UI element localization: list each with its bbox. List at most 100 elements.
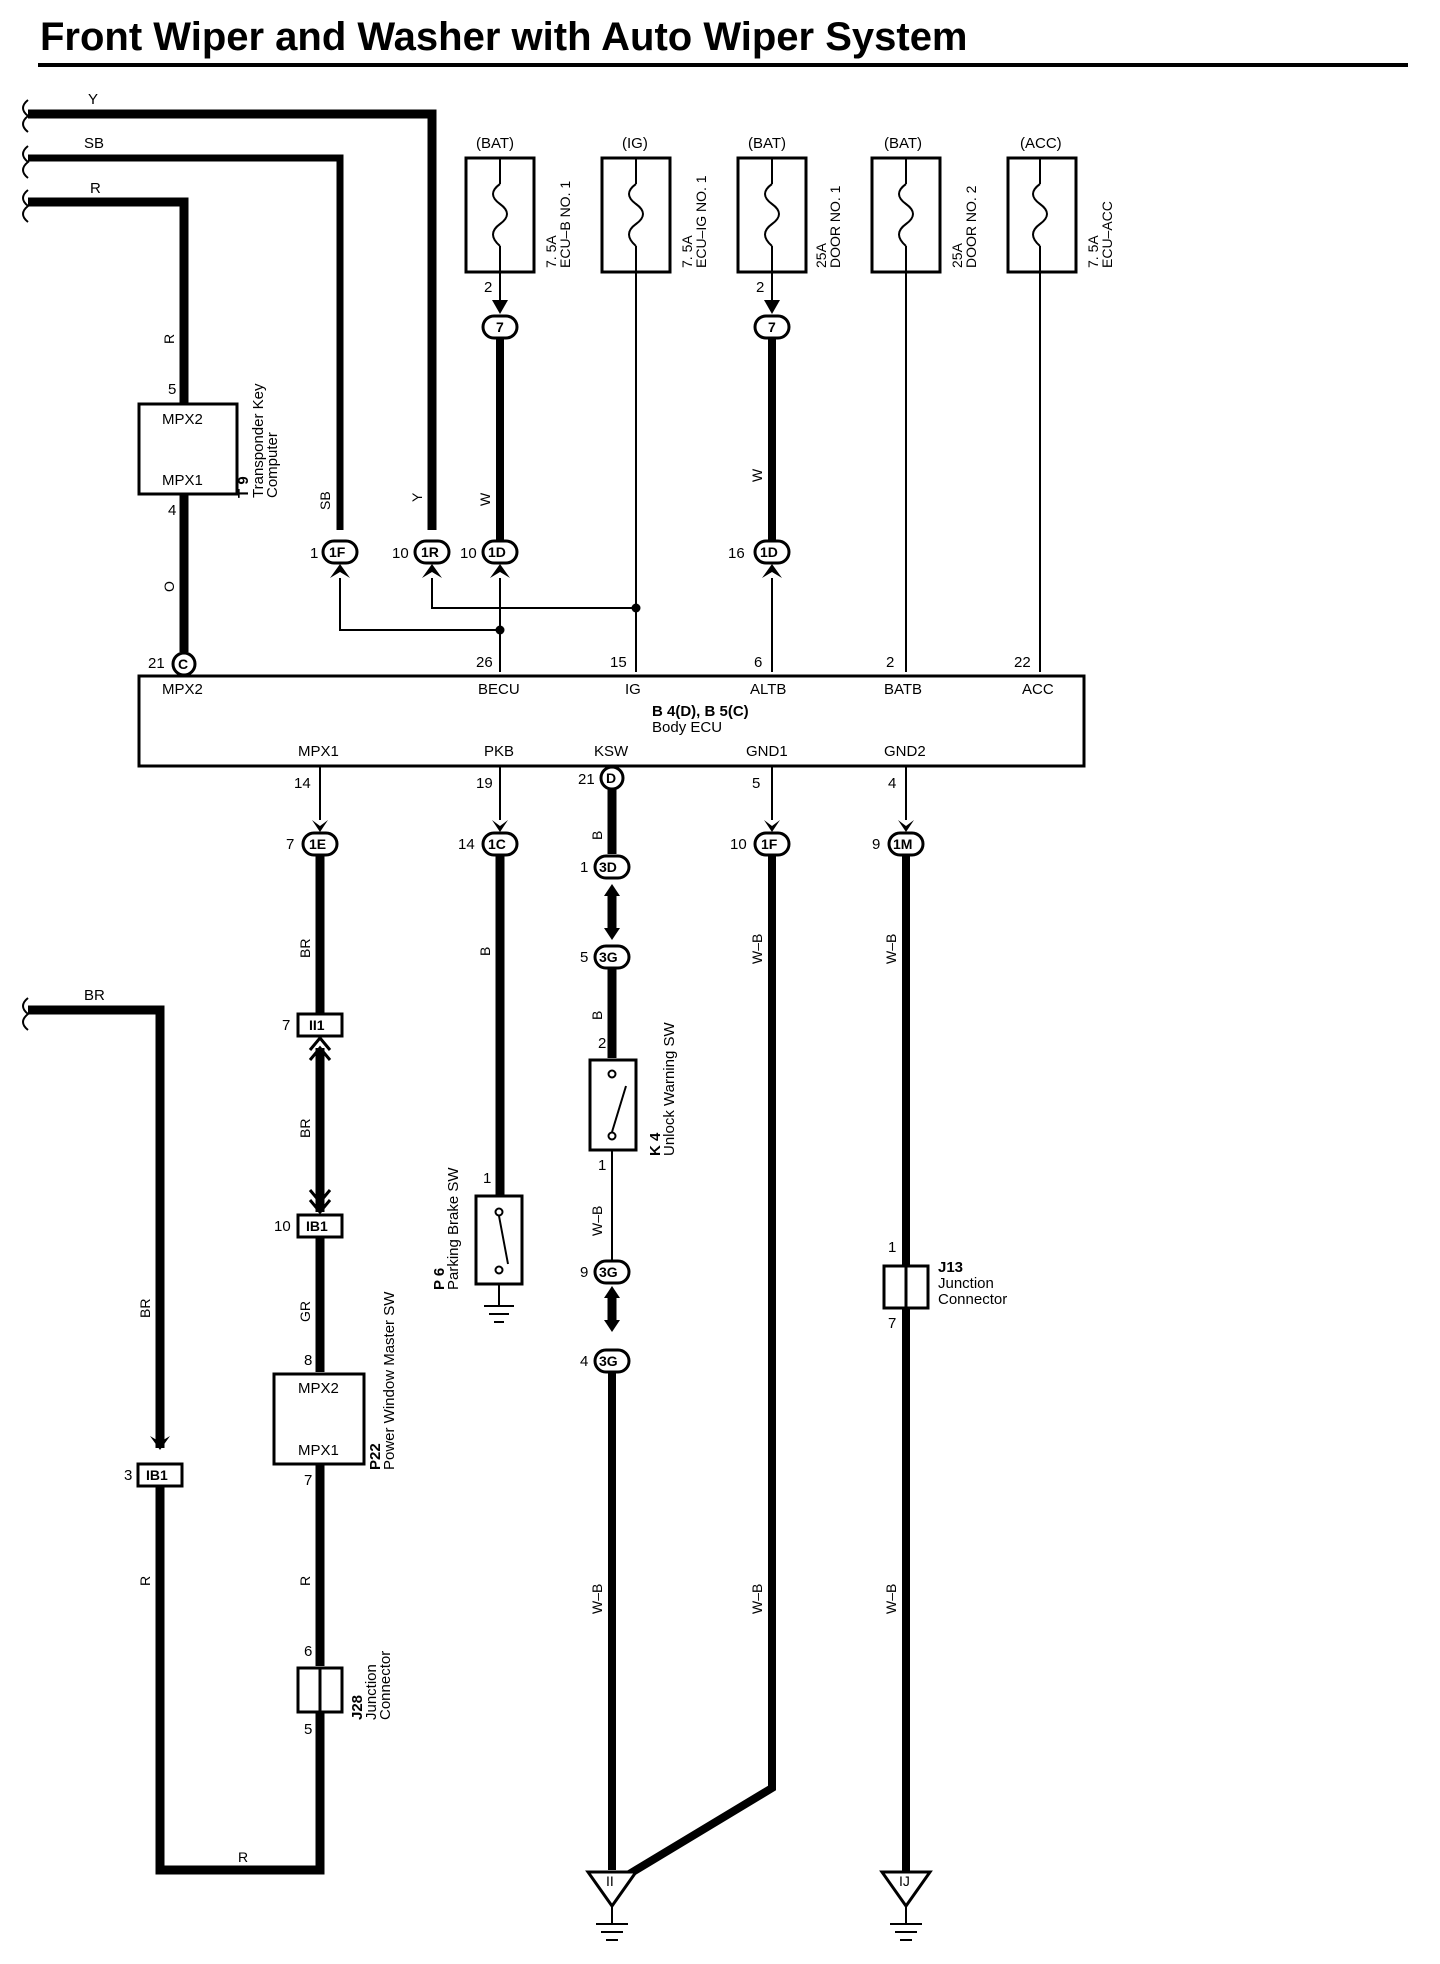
t9-term-mpx2: MPX2 bbox=[162, 411, 203, 428]
lower-conn-pin-1f: 10 bbox=[730, 836, 747, 853]
wire-r bbox=[28, 197, 189, 412]
connector-7-left-label: 7 bbox=[496, 319, 504, 335]
lower-conn-id-3g-3: 3G bbox=[599, 1353, 618, 1369]
wire-label-b-ksw-1: B bbox=[589, 831, 605, 840]
j28-name-1: Junction bbox=[363, 1664, 380, 1720]
ecu-term-pkb: PKB bbox=[484, 743, 514, 760]
ecu-term-acc: ACC bbox=[1022, 681, 1054, 698]
arrow-down-icon bbox=[764, 820, 780, 832]
page-title: Front Wiper and Washer with Auto Wiper S… bbox=[40, 15, 968, 59]
upper-conn-pin-4: 16 bbox=[728, 545, 745, 562]
inline-conn-id-ib1: IB1 bbox=[306, 1218, 328, 1234]
wire-label-r-left: R bbox=[137, 1576, 153, 1586]
wire-label-br-1: BR bbox=[297, 939, 313, 958]
fuse-ecu-b-pin: 2 bbox=[484, 279, 492, 296]
wire-label-br-incoming: BR bbox=[84, 987, 105, 1004]
ground-label-ij: IJ bbox=[899, 1873, 910, 1889]
fuse-source-1: (BAT) bbox=[476, 135, 514, 152]
p6-name: Parking Brake SW bbox=[445, 1167, 462, 1290]
upper-connector-1f: SB 1 1F bbox=[310, 491, 359, 578]
arrow-down-icon bbox=[492, 820, 508, 832]
ecu-pin-batb: 2 bbox=[886, 654, 894, 671]
fuse-door-no2: (BAT) 25A DOOR NO. 2 bbox=[870, 135, 979, 274]
wire-y bbox=[28, 109, 437, 530]
wire-label-wb-gnd2-1: W–B bbox=[883, 934, 899, 964]
upper-conn-id-1: 1F bbox=[329, 544, 346, 560]
k4-code: K 4 bbox=[647, 1132, 664, 1156]
wire-label-wb-ksw-2: W–B bbox=[589, 1584, 605, 1614]
ecu-code: B 4(D), B 5(C) bbox=[652, 703, 749, 720]
fuse-icon bbox=[1032, 183, 1048, 247]
wire-label-b-pkb: B bbox=[477, 947, 493, 956]
ecu-conn-d-label: D bbox=[606, 770, 616, 786]
fuse-ecu-ig-no1: (IG) 7. 5A ECU–IG NO. 1 bbox=[600, 135, 709, 274]
wire-label-y-2: Y bbox=[409, 492, 425, 502]
lower-conn-id-3g-2: 3G bbox=[599, 1264, 618, 1280]
fuse-door1-pin: 2 bbox=[756, 279, 764, 296]
wire-label-w-1: W bbox=[477, 492, 493, 506]
j13-name-2: Connector bbox=[938, 1291, 1007, 1308]
fuse-source-3: (BAT) bbox=[748, 135, 786, 152]
fuse-ecu-acc: (ACC) 7. 5A ECU–ACC bbox=[1006, 135, 1115, 274]
switch-icon bbox=[611, 1085, 627, 1133]
j28-pin-top: 6 bbox=[304, 1643, 312, 1660]
j13-pin-bottom: 7 bbox=[888, 1315, 896, 1332]
fuse-rating-3: 25A bbox=[813, 242, 829, 268]
lower-conn-id-1f: 1F bbox=[761, 836, 778, 852]
connector-3d bbox=[593, 854, 631, 880]
lower-conn-pin-3g-1: 5 bbox=[580, 949, 588, 966]
fuse-source-2: (IG) bbox=[622, 135, 648, 152]
arrow-up-icon bbox=[490, 564, 510, 578]
fuse-door-no1: (BAT) 25A DOOR NO. 1 bbox=[736, 135, 843, 274]
connector-7-right-label: 7 bbox=[768, 319, 776, 335]
fuse-icon bbox=[492, 183, 508, 247]
wire-label-br-2: BR bbox=[297, 1119, 313, 1138]
ecu-pin-ig: 15 bbox=[610, 654, 627, 671]
wire-label-r: R bbox=[90, 180, 101, 197]
upper-conn-id-4: 1D bbox=[760, 544, 778, 560]
t9-name-1: Transponder Key bbox=[250, 383, 267, 498]
fuse-rating-1: 7. 5A bbox=[543, 235, 559, 268]
ground-icon bbox=[890, 1906, 922, 1941]
t9-code: T 9 bbox=[235, 476, 252, 498]
ecu-pin-pkb: 19 bbox=[476, 775, 493, 792]
incoming-wire-breaks bbox=[22, 99, 30, 1031]
fuse-name-3: DOOR NO. 1 bbox=[827, 185, 843, 268]
p22-term-mpx2: MPX2 bbox=[298, 1380, 339, 1397]
lower-conn-id-3d: 3D bbox=[599, 859, 617, 875]
p22-pin-top: 8 bbox=[304, 1352, 312, 1369]
ecu-term-gnd1: GND1 bbox=[746, 743, 788, 760]
inline-conn-pin-ii1: 7 bbox=[282, 1017, 290, 1034]
lower-conn-id-1e: 1E bbox=[309, 836, 326, 852]
fuse-icon bbox=[628, 183, 644, 247]
j28-name-2: Connector bbox=[377, 1651, 394, 1720]
ground-point-ij bbox=[879, 1870, 933, 1909]
p22-name: Power Window Master SW bbox=[381, 1291, 398, 1470]
wire-r-bottom-loop bbox=[155, 1478, 325, 1875]
wire-label-sb-2: SB bbox=[317, 491, 333, 510]
j13-code: J13 bbox=[938, 1259, 963, 1276]
arrow-up-icon bbox=[604, 884, 620, 896]
upper-conn-pin-3: 10 bbox=[460, 545, 477, 562]
inline-conn-id-ib1-left: IB1 bbox=[146, 1467, 168, 1483]
fuse-name-5: ECU–ACC bbox=[1099, 201, 1115, 268]
ecu-term-ig: IG bbox=[625, 681, 641, 698]
fuse-source-5: (ACC) bbox=[1020, 135, 1062, 152]
t9-name-2: Computer bbox=[264, 432, 281, 498]
transponder-key-computer bbox=[137, 402, 239, 496]
p6-code: P 6 bbox=[431, 1268, 448, 1290]
wire-label-y: Y bbox=[88, 91, 98, 108]
splice-point bbox=[631, 603, 641, 613]
ground-icon bbox=[596, 1906, 628, 1941]
arrow-down-icon bbox=[312, 820, 328, 832]
wire-label-r-t9: R bbox=[161, 334, 177, 344]
wire-gnd1 bbox=[623, 855, 776, 1880]
p22-code: P22 bbox=[367, 1443, 384, 1470]
lower-conn-pin-3g-2: 9 bbox=[580, 1264, 588, 1281]
connector-ib1-left bbox=[136, 1462, 184, 1488]
ecu-pin-becu: 26 bbox=[476, 654, 493, 671]
t9-term-mpx1: MPX1 bbox=[162, 472, 203, 489]
upper-conn-pin-2: 10 bbox=[392, 545, 409, 562]
ecu-pin-mpx1: 14 bbox=[294, 775, 311, 792]
j28-code: J28 bbox=[349, 1695, 366, 1720]
